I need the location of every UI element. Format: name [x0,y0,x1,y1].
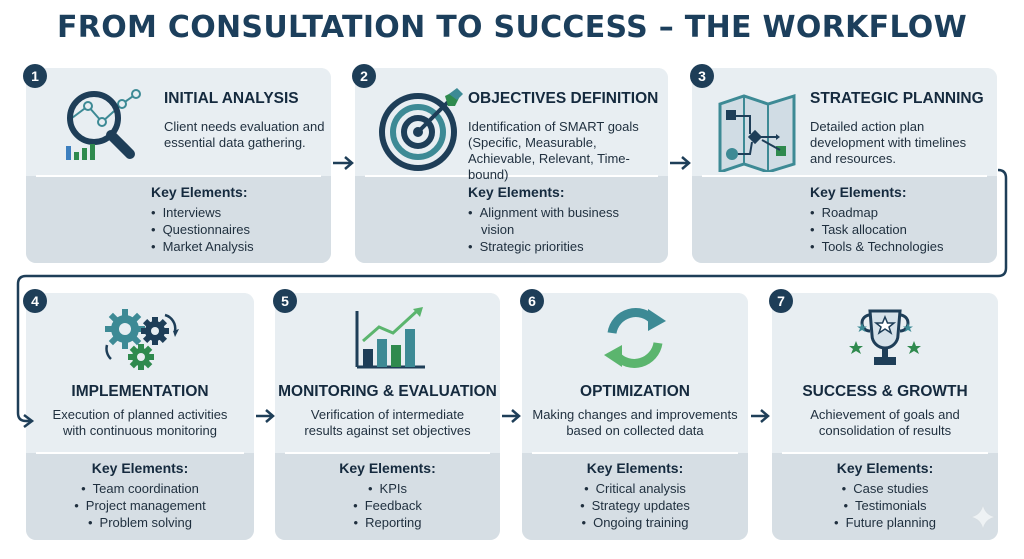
step-description: Making changes and improvements based on… [532,407,738,438]
magnifier-chart-icon [44,82,144,172]
step-number-1: 1 [23,64,47,88]
step-description: Achievement of goals and consolidation o… [810,407,960,438]
key-elements-title: Key Elements: [468,184,565,200]
step-card-6: OPTIMIZATION Making changes and improvem… [522,293,748,540]
list-item: Alignment with business vision [468,204,653,238]
step-description: Verification of intermediate results aga… [304,407,471,438]
list-item: Team coordination [26,480,254,497]
step-card-5: MONITORING & EVALUATION Verification of … [275,293,500,540]
step-card-1: INITIAL ANALYSIS Client needs evaluation… [26,68,331,263]
list-item: Testimonials [772,497,998,514]
step-heading: OBJECTIVES DEFINITION [468,90,659,107]
list-item: Roadmap [810,204,997,221]
step-heading: IMPLEMENTATION [71,383,209,400]
bar-chart-icon [343,301,433,373]
page-title: FROM CONSULTATION TO SUCCESS – THE WORKF… [57,10,967,45]
step-number-6: 6 [520,289,544,313]
step-heading: INITIAL ANALYSIS [164,90,299,107]
trophy-icon [840,301,930,373]
list-item: Questionnaires [151,221,331,238]
step-description: Client needs evaluation and essential da… [164,119,325,150]
step-number-4: 4 [23,289,47,313]
key-elements-title: Key Elements: [151,184,248,200]
list-item: Strategy updates [522,497,748,514]
step-number-3: 3 [690,64,714,88]
step-description: Execution of planned activities with con… [52,407,228,438]
key-elements-list: Roadmap Task allocation Tools & Technolo… [810,204,997,255]
step-card-7: SUCCESS & GROWTH Achievement of goals an… [772,293,998,540]
key-elements-title: Key Elements: [91,460,189,476]
key-elements-list: Team coordination Project management Pro… [26,480,254,531]
step-description: Identification of SMART goals (Specific,… [468,119,639,182]
key-elements-list: Interviews Questionnaires Market Analysi… [151,204,331,255]
list-item: Feedback [275,497,500,514]
list-item: Ongoing training [522,514,748,531]
gears-icon [95,301,185,373]
list-item: KPIs [275,480,500,497]
arrow-right-icon [670,156,691,170]
key-elements-title: Key Elements: [339,460,436,476]
list-item: Problem solving [26,514,254,531]
key-elements-list: Case studies Testimonials Future plannin… [772,480,998,531]
step-card-4: IMPLEMENTATION Execution of planned acti… [26,293,254,540]
list-item: Critical analysis [522,480,748,497]
step-heading: OPTIMIZATION [580,383,690,400]
key-elements-title: Key Elements: [836,460,934,476]
step-number-5: 5 [273,289,297,313]
arrow-right-icon [333,156,354,170]
sparkle-icon [969,503,997,531]
key-elements-title: Key Elements: [586,460,684,476]
step-heading: SUCCESS & GROWTH [802,383,968,400]
row-connector-arrow [16,168,1008,428]
list-item: Reporting [275,514,500,531]
step-description: Detailed action plan development with ti… [810,119,967,166]
list-item: Tools & Technologies [810,238,997,255]
roadmap-icon [710,82,810,175]
list-item: Task allocation [810,221,997,238]
step-number-2: 2 [352,64,376,88]
list-item: Market Analysis [151,238,331,255]
step-heading: STRATEGIC PLANNING [810,90,984,107]
list-item: Interviews [151,204,331,221]
list-item: Future planning [772,514,998,531]
step-number-7: 7 [769,289,793,313]
arrow-right-icon [502,409,521,423]
step-card-3: STRATEGIC PLANNING Detailed action plan … [692,68,997,263]
arrow-right-icon [751,409,770,423]
refresh-cycle-icon [590,301,680,373]
list-item: Project management [26,497,254,514]
step-card-2: OBJECTIVES DEFINITION Identification of … [355,68,668,263]
target-icon [373,82,473,172]
key-elements-title: Key Elements: [810,184,907,200]
step-heading: MONITORING & EVALUATION [278,383,497,400]
list-item: Case studies [772,480,998,497]
key-elements-list: Alignment with business vision Strategic… [468,204,653,255]
key-elements-list: Critical analysis Strategy updates Ongoi… [522,480,748,531]
key-elements-list: KPIs Feedback Reporting [275,480,500,531]
arrow-right-icon [256,409,275,423]
list-item: Strategic priorities [468,238,653,255]
